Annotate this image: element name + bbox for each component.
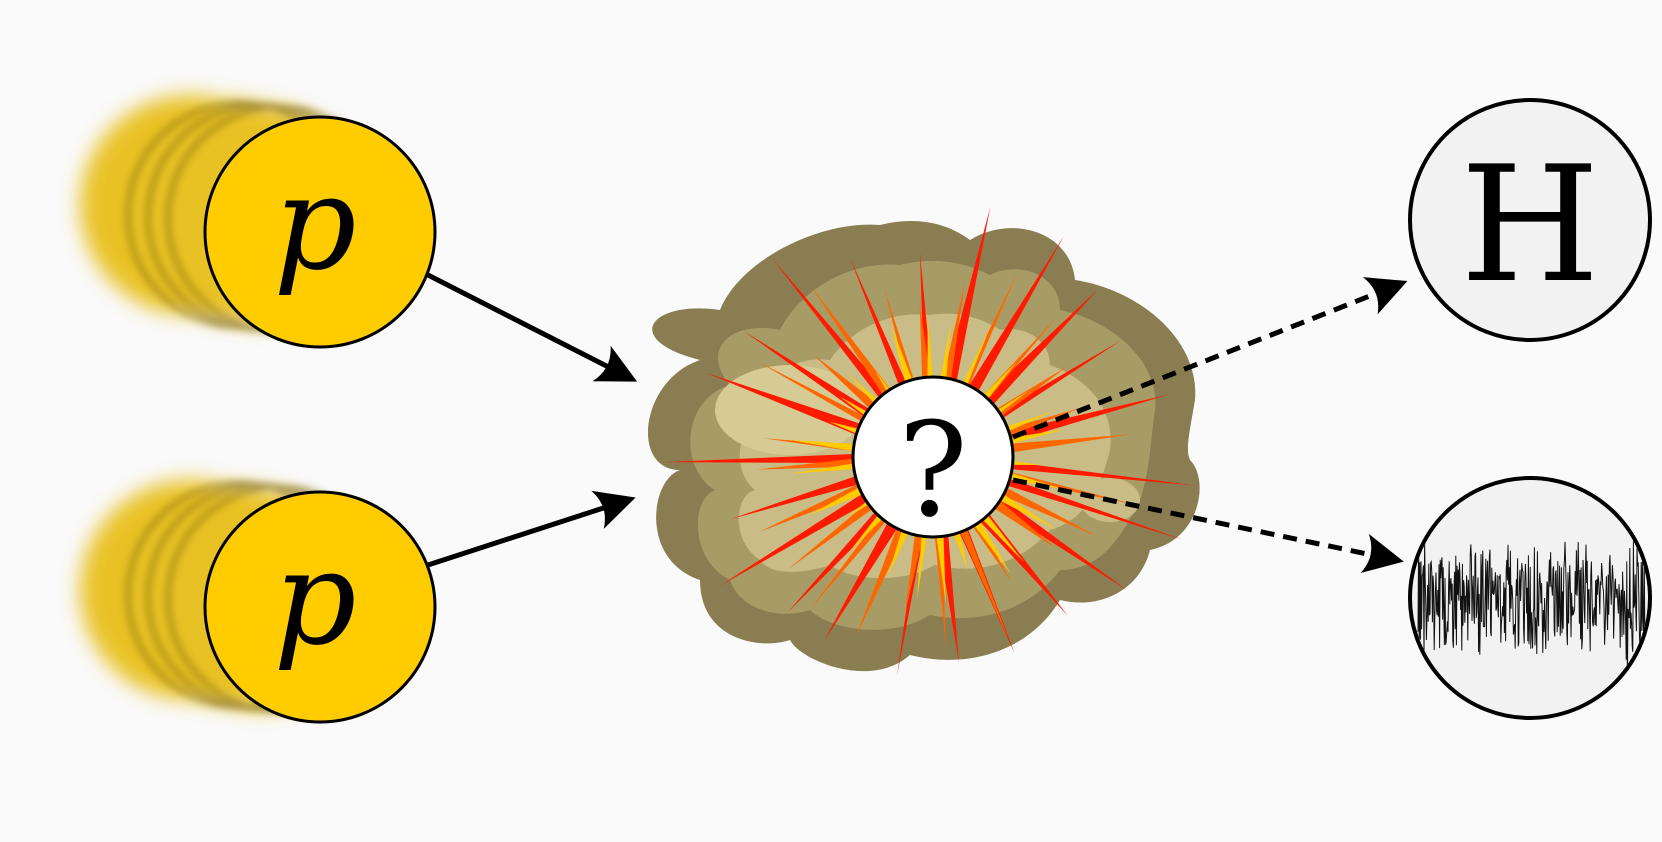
burst-spike <box>787 496 897 613</box>
burst-spike <box>984 478 1098 537</box>
burst-spike <box>978 486 1127 591</box>
burst-spike <box>992 459 1196 486</box>
burst-spike <box>756 360 883 432</box>
proton-bottom-label: p <box>273 522 356 674</box>
burst-spike <box>988 471 1184 540</box>
burst-spike <box>824 505 909 641</box>
burst-spike <box>897 515 928 676</box>
arrow-collision-to-noise <box>1012 477 1404 574</box>
collision-core-circle <box>851 375 1015 539</box>
burst-spike <box>969 289 1099 420</box>
proton-bottom-circle <box>203 490 437 724</box>
burst-spike <box>663 453 874 464</box>
burst-spike <box>958 236 1064 409</box>
arrow-proton-top-to-collision <box>426 272 638 382</box>
collision-question-mark: ? <box>898 394 968 546</box>
burst-spike <box>811 500 899 608</box>
burst-spike <box>990 467 1137 505</box>
burst-spike <box>758 475 881 533</box>
burst-spike <box>811 286 903 412</box>
product-higgs-label: H <box>1460 131 1600 318</box>
burst-orange-spikes <box>756 273 1137 649</box>
burst-spike <box>988 407 1081 443</box>
burst-spike <box>850 258 915 404</box>
collision-starburst <box>663 206 1196 676</box>
burst-spike <box>706 372 880 443</box>
burst-spike <box>788 489 889 569</box>
arrow-collision-to-higgs <box>1012 277 1408 440</box>
collision-core: ? <box>851 375 1015 546</box>
burst-spike <box>952 510 1010 641</box>
proton-top-circle <box>203 115 437 349</box>
burst-spike <box>883 287 920 401</box>
burst-spike <box>763 438 874 455</box>
proton-top: p <box>80 95 437 349</box>
arrow-proton-bottom-to-collision <box>427 490 636 568</box>
product-higgs-circle <box>1408 98 1652 342</box>
burst-spike <box>981 340 1122 430</box>
product-noise <box>1408 476 1652 720</box>
proton-top-label: p <box>273 147 356 299</box>
burst-spike <box>730 469 878 520</box>
burst-spike <box>719 482 885 587</box>
product-higgs: H <box>1408 98 1652 342</box>
burst-spike <box>772 258 900 414</box>
noise-waveform <box>1417 538 1646 684</box>
proton-bottom: p <box>80 480 437 724</box>
burst-spike <box>932 516 947 649</box>
burst-spike <box>991 434 1131 456</box>
